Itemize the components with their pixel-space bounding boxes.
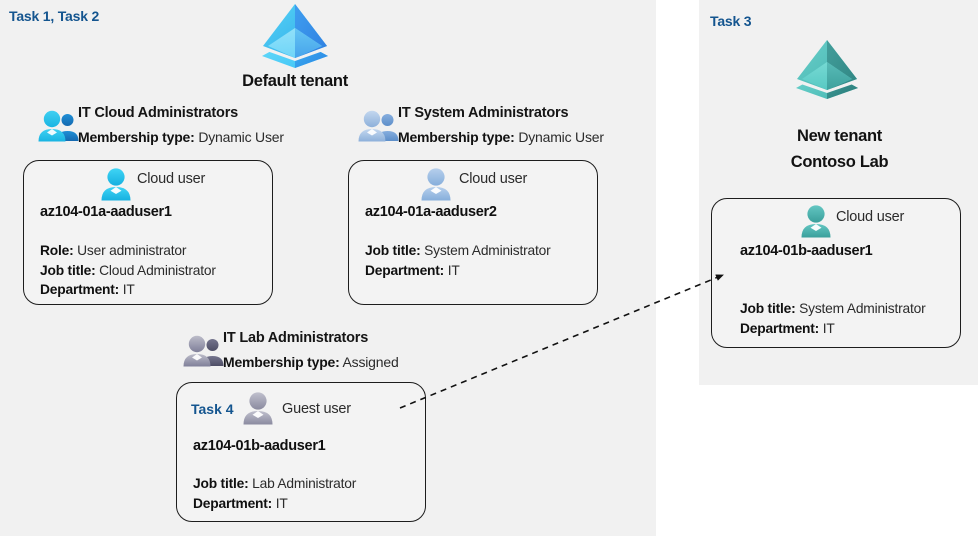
user-card-aaduser1[interactable]: Cloud user az104-01a-aaduser1 Role: User…: [23, 160, 273, 305]
attribute-label: Job title:: [365, 243, 421, 258]
attribute-value: IT: [275, 495, 288, 511]
attribute-value: System Administrator: [424, 243, 551, 258]
membership-type-label: Membership type:: [398, 129, 515, 145]
user-principal-name: az104-01b-aaduser1: [740, 243, 873, 259]
attribute-role: Role: User administrator: [40, 241, 216, 261]
guest-user-icon: [243, 392, 273, 425]
attribute-value: User administrator: [77, 243, 187, 258]
group-users-icon: [38, 110, 79, 142]
attribute-label: Job title:: [193, 476, 249, 491]
attribute-job-title: Job title: Cloud Administrator: [40, 261, 216, 281]
attribute-value: System Administrator: [799, 301, 926, 316]
user-card-guest-aaduser1[interactable]: Task 4 Guest user az104-01b-aaduser1 Job…: [176, 382, 426, 522]
group-name: IT Lab Administrators: [223, 330, 369, 346]
attribute-label: Department:: [740, 320, 820, 336]
attribute-department: Department: IT: [365, 261, 550, 281]
cloud-user-icon: [421, 168, 451, 201]
attribute-label: Department:: [40, 282, 120, 297]
user-type-label: Cloud user: [459, 171, 528, 187]
task-label-3: Task 3: [710, 13, 752, 29]
group-users-icon: [183, 335, 224, 367]
membership-type-label: Membership type:: [78, 129, 195, 145]
azure-ad-tenant-icon: [262, 4, 328, 68]
user-principal-name: az104-01a-aaduser1: [40, 204, 172, 220]
user-principal-name: az104-01a-aaduser2: [365, 204, 497, 220]
user-card-aaduser2[interactable]: Cloud user az104-01a-aaduser2 Job title:…: [348, 160, 598, 305]
attribute-label: Department:: [365, 262, 445, 278]
attribute-job-title: Job title: System Administrator: [365, 241, 551, 261]
attribute-label: Job title:: [40, 262, 96, 278]
new-tenant-title-line2: Contoso Lab: [790, 153, 889, 171]
user-type-label: Cloud user: [836, 209, 905, 225]
attribute-department: Department: IT: [193, 494, 356, 514]
user-attributes: Job title: Lab Administrator Department:…: [193, 474, 356, 513]
cloud-user-icon: [801, 205, 831, 238]
attribute-value: IT: [122, 282, 135, 297]
group-membership-type: Membership type: Dynamic User: [78, 128, 284, 147]
user-principal-name: az104-01b-aaduser1: [193, 438, 326, 454]
membership-type-label: Membership type:: [223, 354, 340, 370]
task-label-4: Task 4: [191, 401, 234, 417]
attribute-value: IT: [822, 320, 835, 336]
group-name: IT Cloud Administrators: [78, 105, 239, 121]
new-tenant-title-line1: New tenant: [796, 127, 882, 145]
task-label-1-2: Task 1, Task 2: [9, 8, 100, 24]
attribute-department: Department: IT: [740, 319, 925, 339]
attribute-label: Role:: [40, 243, 74, 258]
attribute-value: Cloud Administrator: [99, 262, 216, 278]
attribute-value: IT: [447, 262, 460, 278]
attribute-label: Job title:: [740, 301, 796, 316]
cloud-user-icon: [101, 168, 131, 201]
attribute-job-title: Job title: Lab Administrator: [193, 474, 356, 494]
attribute-job-title: Job title: System Administrator: [740, 299, 926, 319]
user-attributes: Role: User administrator Job title: Clou…: [40, 241, 216, 300]
membership-type-value: Dynamic User: [518, 129, 604, 145]
attribute-value: Lab Administrator: [252, 476, 357, 491]
group-users-icon: [358, 110, 399, 142]
user-type-label: Cloud user: [137, 171, 206, 187]
membership-type-value: Assigned: [342, 354, 399, 370]
user-card-contoso-aaduser1[interactable]: Cloud user az104-01b-aaduser1 Job title:…: [711, 198, 961, 348]
group-membership-type: Membership type: Dynamic User: [398, 128, 604, 147]
attribute-label: Department:: [193, 495, 273, 511]
user-attributes: Job title: System Administrator Departme…: [365, 241, 551, 281]
user-attributes: Job title: System Administrator Departme…: [740, 299, 926, 339]
membership-type-value: Dynamic User: [198, 129, 284, 145]
azure-ad-tenant-icon: [796, 40, 858, 99]
default-tenant-title: Default tenant: [242, 72, 348, 90]
attribute-department: Department: IT: [40, 280, 216, 300]
user-type-label: Guest user: [282, 401, 351, 417]
group-membership-type: Membership type: Assigned: [223, 353, 399, 372]
group-name: IT System Administrators: [398, 105, 569, 121]
